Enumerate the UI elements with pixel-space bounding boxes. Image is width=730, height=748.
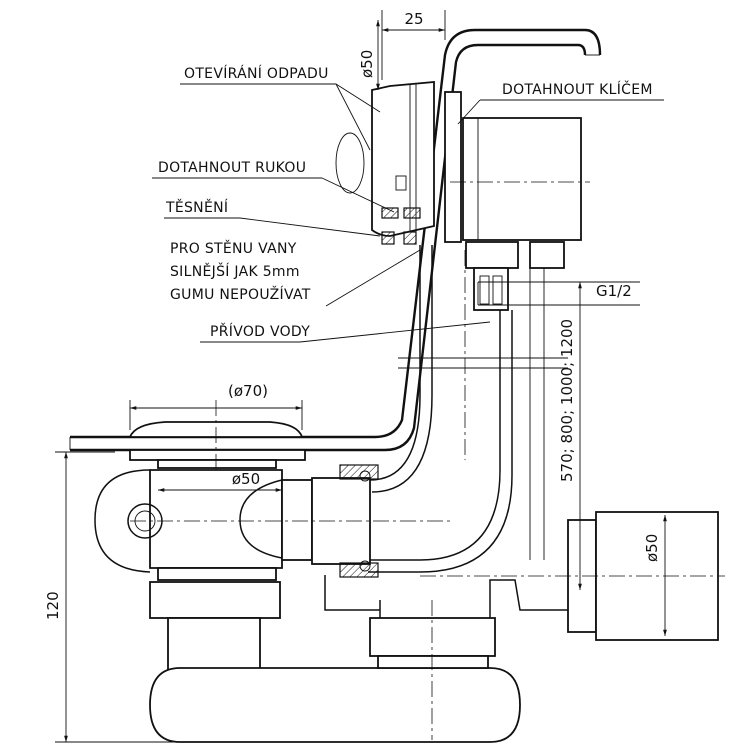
break-lines xyxy=(398,357,568,369)
label-otevirani-odpadu: OTEVÍRÁNÍ ODPADU xyxy=(180,65,381,151)
label-dotahnout-klicem: DOTAHNOUT KLÍČEM xyxy=(457,80,664,125)
label-tesneni: TĚSNĚNÍ xyxy=(164,199,381,237)
dotahnout-klicem-text: DOTAHNOUT KLÍČEM xyxy=(502,80,653,98)
pro-stenu-line2: SILNĚJŠÍ JAK 5mm xyxy=(170,262,300,280)
outlet-dia-value: ø50 xyxy=(643,534,661,562)
bathtub-wall xyxy=(69,28,602,452)
otevirani-odpadu-text: OTEVÍRÁNÍ ODPADU xyxy=(184,65,329,82)
pipe-lengths-value: 570; 800; 1000; 1200 xyxy=(558,319,576,482)
drain-dia-value: (ø70) xyxy=(228,382,268,400)
dimension-inner-dia: ø50 xyxy=(158,470,282,492)
overflow-cover xyxy=(335,81,435,245)
overflow-dia-value: ø50 xyxy=(358,50,376,78)
label-privod-vody: PŘÍVOD VODY xyxy=(200,321,491,343)
waste-body xyxy=(94,464,450,671)
overflow-body xyxy=(444,91,590,311)
dotahnout-rukou-text: DOTAHNOUT RUKOU xyxy=(158,160,306,176)
siphon-trap xyxy=(149,575,521,743)
pro-stenu-line3: GUMU NEPOUŽÍVAT xyxy=(170,285,311,303)
dimension-outlet-dia: ø50 xyxy=(643,515,667,636)
tesneni-text: TĚSNĚNÍ xyxy=(165,199,228,216)
inner-dia-value: ø50 xyxy=(232,470,260,488)
dimension-overflow-dia: ø50 xyxy=(358,20,380,90)
label-dotahnout-rukou: DOTAHNOUT RUKOU xyxy=(152,160,395,213)
drain-plug xyxy=(128,400,306,720)
privod-vody-text: PŘÍVOD VODY xyxy=(210,323,310,340)
dimension-drain-dia: (ø70) xyxy=(129,382,303,430)
depth-value: 25 xyxy=(404,10,423,28)
overflow-pipe xyxy=(330,245,545,573)
pro-stenu-line1: PRO STĚNU VANY xyxy=(170,240,297,257)
thread-callout: G1/2 xyxy=(477,281,640,306)
dimension-height: 120 xyxy=(44,451,180,743)
height-value: 120 xyxy=(44,591,62,620)
label-pro-stenu-vany: PRO STĚNU VANY SILNĚJŠÍ JAK 5mm GUMU NEP… xyxy=(170,240,421,307)
dimension-overflow-depth: 25 xyxy=(381,10,446,80)
thread-label: G1/2 xyxy=(596,282,632,300)
outlet-pipe xyxy=(420,511,725,641)
